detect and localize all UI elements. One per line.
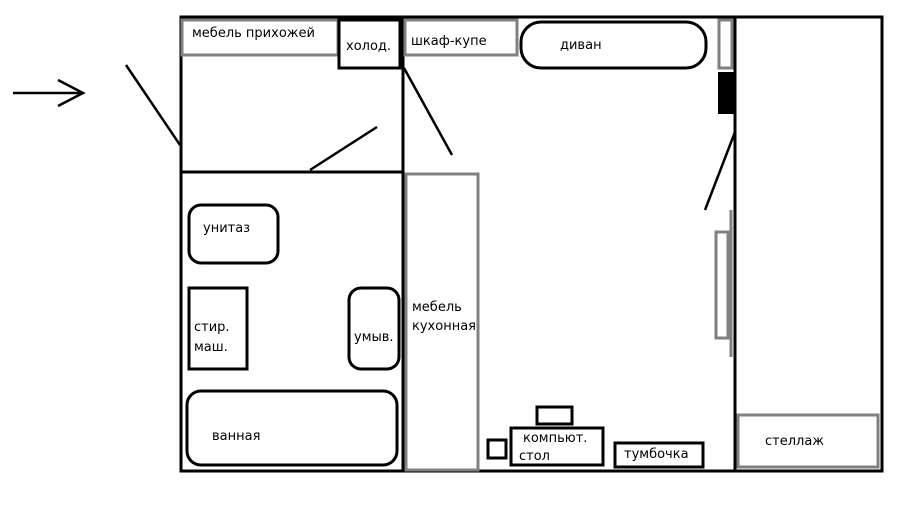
entrance-door [124, 64, 182, 146]
shelf: стеллаж [736, 413, 880, 469]
bathroom-door [309, 125, 378, 172]
furniture-label: умыв. [354, 330, 394, 345]
furniture-label: холод. [346, 39, 391, 54]
room-door [402, 67, 454, 156]
balcony-door [703, 131, 737, 211]
furniture-label: кухонная [412, 319, 476, 334]
furniture-label: унитаз [203, 221, 250, 236]
furniture-label: стир. [194, 320, 230, 335]
computer-desk: компьют. стол [486, 405, 605, 467]
toilet: унитаз [187, 203, 280, 265]
sofa: диван [519, 20, 708, 70]
furniture-label: ванная [212, 429, 260, 444]
hall-furniture: мебель прихожей [180, 18, 340, 57]
furniture-label: шкаф-купе [411, 34, 487, 49]
furniture-label: маш. [194, 340, 228, 355]
furniture-label: тумбочка [624, 447, 689, 462]
furniture-label: мебель прихожей [192, 26, 315, 41]
furniture-label: диван [560, 38, 602, 53]
kitchen-furniture: мебель кухонная [404, 172, 480, 472]
fridge: холод. [337, 18, 402, 70]
washing-machine: стир. маш. [187, 286, 249, 371]
nightstand: тумбочка [613, 441, 705, 469]
bathtub: ванная [185, 389, 399, 467]
furniture-label: стеллаж [765, 434, 824, 449]
windows [714, 18, 735, 357]
wardrobe: шкаф-купе [403, 18, 519, 57]
sink: умыв. [347, 286, 401, 371]
furniture-label: мебель [412, 300, 462, 315]
furniture-label: стол [519, 449, 550, 464]
doors [124, 64, 737, 211]
entrance-arrow [13, 78, 86, 108]
furniture-label: компьют. [523, 431, 587, 446]
